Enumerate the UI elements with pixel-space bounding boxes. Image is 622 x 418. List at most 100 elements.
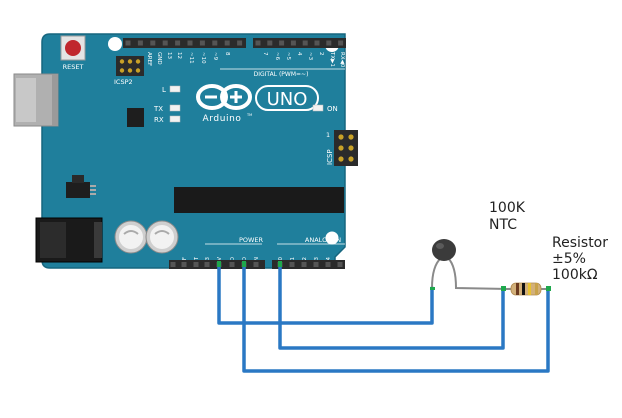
header-pin: [170, 262, 176, 267]
header-pin: [289, 262, 295, 267]
header-pin: [237, 40, 243, 46]
capacitor: [145, 220, 179, 254]
thermistor-label-line2: NTC: [489, 217, 517, 233]
microcontroller-chip: [174, 187, 344, 213]
header-pin: [224, 40, 230, 46]
icsp-pin: [348, 156, 354, 162]
header-pin: [290, 40, 296, 46]
icsp2-pin: [127, 68, 133, 73]
header-pin: [267, 40, 273, 46]
header-pin: [199, 40, 205, 46]
digital-pin-label: ~3: [307, 52, 313, 61]
icsp-pin: [348, 134, 354, 140]
usb-connector: [13, 73, 59, 127]
icsp-pin: [348, 145, 354, 151]
digital-pin-label: 7: [262, 52, 268, 56]
digital-pin-label: ~11: [188, 52, 194, 64]
header-pin: [229, 262, 235, 267]
resistor-label-line3: 100kΩ: [552, 267, 598, 283]
uno-model: UNO: [267, 89, 308, 110]
led-on-label: ON: [327, 105, 338, 113]
icsp-header: [334, 130, 358, 166]
digital-pin-label: 13: [166, 52, 172, 59]
power-label: POWER: [239, 236, 264, 244]
arduino-logo: [196, 84, 252, 110]
resistor: [501, 282, 551, 296]
trademark: TM: [246, 113, 252, 117]
thermistor-leg: [431, 257, 442, 289]
icsp-pin1-label: 1: [326, 131, 330, 139]
capacitor: [114, 220, 148, 254]
arduino-brand: Arduino: [202, 114, 241, 124]
header-pin: [181, 262, 187, 267]
led-rx: [169, 115, 181, 123]
header-pin: [326, 40, 332, 46]
header-pin: [338, 40, 344, 46]
header-pin: [279, 40, 285, 46]
led-tx: [169, 104, 181, 112]
digital-pin-label: 12: [176, 52, 182, 59]
digital-header: [123, 38, 346, 48]
led-l-label: L: [162, 86, 166, 94]
wire-5v-to-thermistor: [217, 262, 434, 325]
wire-pin-joints: [217, 261, 282, 267]
resistor-label-line1: Resistor: [552, 235, 608, 251]
reset-button[interactable]: [60, 35, 86, 61]
led-on: [312, 104, 324, 112]
thermistor: [430, 239, 513, 290]
header-pin: [337, 262, 343, 267]
header-pin: [175, 40, 181, 46]
icsp2-label: ICSP2: [114, 78, 133, 86]
header-pin: [301, 262, 307, 267]
digital-pin-label: ~9: [212, 52, 218, 61]
resistor-label-line2: ±5%: [552, 251, 586, 267]
header-pin: [193, 262, 199, 267]
icsp-pin: [338, 156, 344, 162]
digital-pin-label: TX▶1: [329, 51, 335, 67]
uno-badge: [255, 85, 319, 111]
wire-gnd-to-resistor: [242, 262, 550, 373]
wires: [217, 262, 550, 373]
icsp2-pin: [135, 68, 141, 73]
icsp2-pin: [127, 59, 133, 64]
header-pin: [325, 262, 331, 267]
analog-header: [272, 260, 345, 269]
digital-pin-label: ~5: [285, 52, 291, 61]
header-pin: [313, 262, 319, 267]
led-rx-label: RX: [154, 116, 164, 124]
wire-a0-to-junction: [278, 262, 505, 350]
icsp-pin: [338, 134, 344, 140]
mounting-hole: [325, 231, 339, 245]
header-pin: [212, 40, 218, 46]
header-pin: [204, 262, 210, 267]
header-pin: [187, 40, 193, 46]
header-pin: [253, 262, 259, 267]
digital-pin-label: ~10: [200, 52, 206, 64]
thermistor-body: [432, 239, 456, 261]
led-l: [169, 85, 181, 93]
header-pin: [150, 40, 156, 46]
reset-label: RESET: [63, 63, 84, 71]
icsp2-pin: [119, 59, 125, 64]
power-jack: [35, 217, 103, 263]
analog-label: ANALOG IN: [305, 236, 341, 244]
digital-label: DIGITAL (PWM=~): [254, 71, 309, 78]
thermistor-leg: [447, 257, 513, 290]
header-pin: [125, 40, 131, 46]
icsp2-pin: [135, 59, 141, 64]
mounting-hole: [108, 37, 122, 51]
header-pin: [302, 40, 308, 46]
digital-pin-label: 4: [296, 52, 302, 56]
digital-pin-label: 2: [318, 52, 324, 56]
header-pin: [137, 40, 143, 46]
header-pin: [255, 40, 261, 46]
header-pin: [314, 40, 320, 46]
thermistor-label-line1: 100K: [489, 200, 526, 216]
digital-pin-label: RX◀0: [339, 52, 345, 68]
usb-chip: [127, 108, 144, 127]
digital-pin-label: 8: [224, 52, 230, 56]
